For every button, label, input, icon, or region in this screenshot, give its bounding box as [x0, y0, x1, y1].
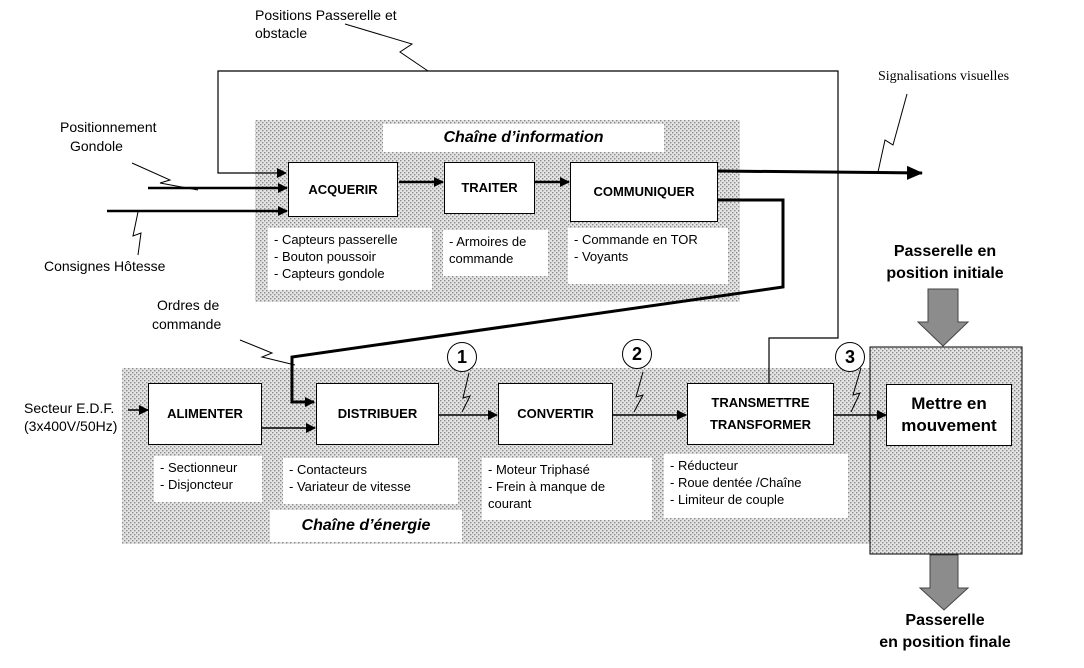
- ordres-lightning: [239, 339, 296, 366]
- feedback-line: [217, 70, 839, 384]
- mettre-en-mouvement-box: Mettre en mouvement: [886, 384, 1012, 446]
- traiter-box: TRAITER: [444, 162, 535, 214]
- positionnement-label-line2: Gondole: [70, 138, 123, 154]
- step-circle-2: 2: [622, 339, 652, 369]
- secteur-label-line2: (3x400V/50Hz): [24, 418, 118, 434]
- positions-lightning: [344, 23, 429, 72]
- passerelle-finale-line2: en position finale: [879, 634, 1011, 651]
- passerelle-initiale-line1: Passerelle en: [893, 243, 997, 260]
- transmettre-note-3: - Limiteur de couple: [670, 492, 785, 507]
- positionnement-lightning: [131, 162, 199, 191]
- positions-label-line2: obstacle: [255, 25, 308, 41]
- mettre-label-line2: mouvement: [901, 416, 997, 435]
- energy-chain-title: Chaîne d’énergie: [270, 510, 462, 542]
- transmettre-note-2: - Roue dentée /Chaîne: [670, 475, 802, 490]
- passerelle-initiale-line2: position initiale: [886, 265, 1004, 282]
- transformer-label: TRANSFORMER: [709, 417, 812, 432]
- transmettre-note-1: - Réducteur: [670, 458, 738, 473]
- distribuer-note-1: - Contacteurs: [289, 462, 368, 477]
- passerelle-finale-label: Passerelle en position finale: [862, 610, 1028, 654]
- communiquer-note-2: - Voyants: [574, 249, 629, 264]
- acquerir-note-3: - Capteurs gondole: [274, 266, 385, 281]
- communiquer-box: COMMUNIQUER: [570, 162, 718, 222]
- mettre-label-line1: Mettre en: [911, 394, 987, 413]
- signalisations-label: Signalisations visuelles: [878, 69, 1010, 84]
- step-circle-1: 1: [447, 342, 477, 372]
- distribuer-box: DISTRIBUER: [316, 383, 439, 445]
- signalisations-lightning: [877, 93, 908, 173]
- communiquer-notes: - Commande en TOR - Voyants: [568, 228, 728, 284]
- lightning-1: [461, 372, 471, 413]
- alimenter-notes: - Sectionneur - Disjoncteur: [154, 456, 262, 502]
- distribuer-note-2: - Variateur de vitesse: [289, 479, 411, 494]
- passerelle-initiale-label: Passerelle en position initiale: [862, 241, 1028, 285]
- mettre-en-mouvement-background: [869, 346, 1023, 555]
- positionnement-label-line1: Positionnement: [60, 119, 157, 135]
- communiquer-note-1: - Commande en TOR: [574, 232, 698, 247]
- convertir-note-1: - Moteur Triphasé: [488, 462, 590, 477]
- ordres-commande-line: [290, 198, 785, 407]
- positions-label-line1: Positions Passerelle et: [255, 7, 397, 23]
- consignes-label: Consignes Hôtesse: [44, 258, 166, 274]
- acquerir-note-1: - Capteurs passerelle: [274, 232, 398, 247]
- secteur-label-line1: Secteur E.D.F.: [24, 400, 115, 416]
- convertir-note-2: - Frein à manque de: [488, 479, 606, 494]
- acquerir-note-2: - Bouton poussoir: [274, 249, 376, 264]
- lightning-2: [633, 371, 644, 413]
- alimenter-note-2: - Disjoncteur: [160, 477, 233, 492]
- ordres-label-line2: commande: [152, 316, 222, 332]
- traiter-notes: - Armoires de commande: [443, 230, 548, 276]
- lightning-3: [850, 367, 862, 413]
- traiter-note-1: - Armoires de: [449, 234, 527, 249]
- information-chain-title: Chaîne d’information: [383, 124, 664, 152]
- alimenter-box: ALIMENTER: [148, 383, 262, 445]
- convertir-notes: - Moteur Triphasé - Frein à manque de co…: [482, 458, 652, 520]
- distribuer-notes: - Contacteurs - Variateur de vitesse: [283, 458, 458, 504]
- transmettre-notes: - Réducteur - Roue dentée /Chaîne - Limi…: [664, 454, 848, 518]
- consignes-lightning: [132, 211, 142, 256]
- ordres-label-line1: Ordres de: [157, 297, 220, 313]
- transmettre-box: TRANSMETTRE TRANSFORMER: [687, 383, 834, 445]
- input-block-arrow: [916, 288, 970, 347]
- traiter-note-2: commande: [449, 251, 514, 266]
- convertir-box: CONVERTIR: [498, 383, 613, 445]
- transmettre-label: TRANSMETTRE: [711, 395, 810, 410]
- convertir-note-3: courant: [488, 496, 532, 511]
- step-circle-3: 3: [835, 342, 865, 372]
- passerelle-finale-line1: Passerelle: [905, 612, 985, 629]
- acquerir-box: ACQUERIR: [288, 162, 398, 217]
- signalisations-arrow: [717, 165, 923, 180]
- alimenter-note-1: - Sectionneur: [160, 460, 238, 475]
- acquerir-notes: - Capteurs passerelle - Bouton poussoir …: [268, 228, 432, 290]
- output-block-arrow: [918, 554, 970, 611]
